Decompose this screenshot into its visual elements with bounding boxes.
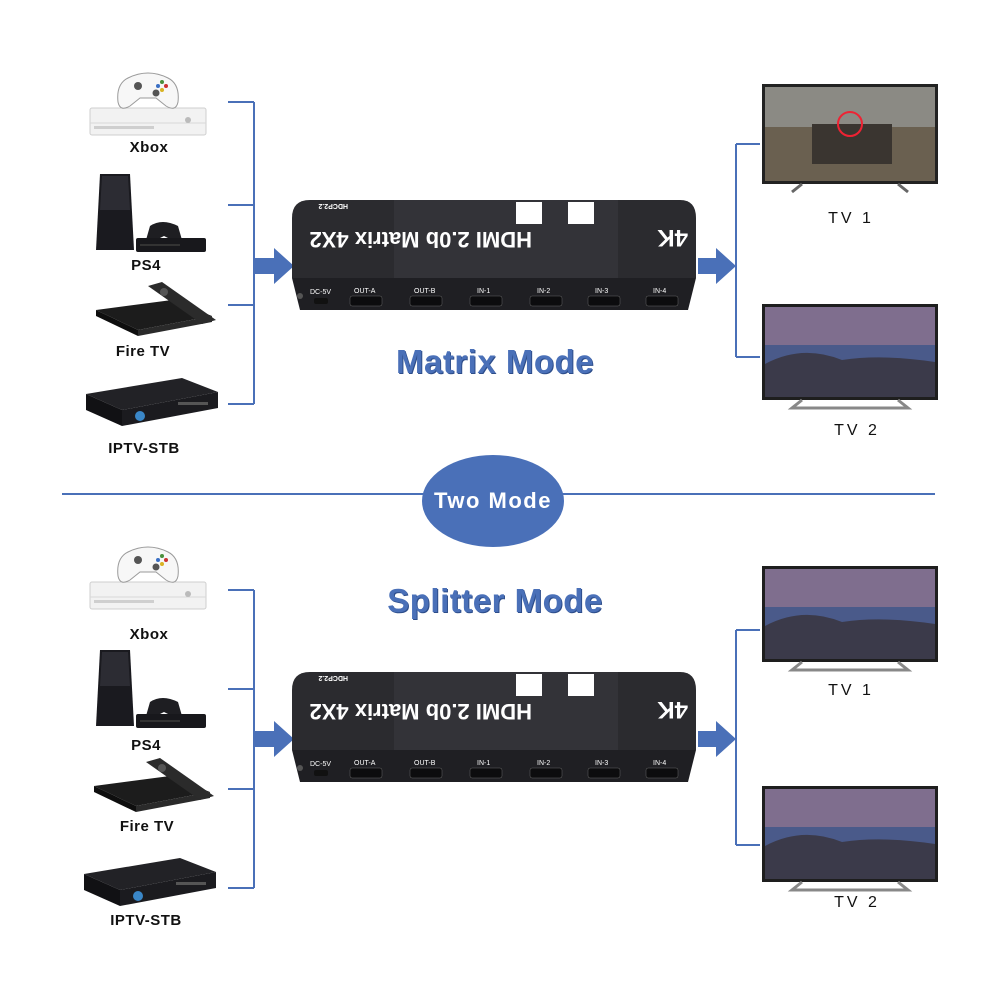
port-label-dc: DC-5V xyxy=(310,289,331,296)
port-label-in-1: IN-1 xyxy=(477,288,490,295)
hdcp-text: HDCP2.2 xyxy=(318,202,348,209)
model-text: HDMI 2.0b Matrix 4X2 xyxy=(309,227,532,252)
output-label-tv2: TV 2 xyxy=(834,422,880,439)
ps4-console-icon xyxy=(96,174,206,252)
xbox-console-icon xyxy=(89,72,207,136)
source-label-iptv-stb: IPTV-STB xyxy=(110,912,182,929)
port-label-in-2: IN-2 xyxy=(537,760,550,767)
xbox-console-icon xyxy=(89,546,207,610)
port-label-out-b: OUT-B xyxy=(414,288,436,295)
source-label-iptv-stb: IPTV-STB xyxy=(108,440,180,457)
arrow-right-icon xyxy=(255,248,294,284)
source-label-ps4: PS4 xyxy=(131,257,161,274)
port-label-in-4: IN-4 xyxy=(653,760,666,767)
tv-icon xyxy=(762,84,938,194)
port-label-in-3: IN-3 xyxy=(595,288,608,295)
port-label-in-2: IN-2 xyxy=(537,288,550,295)
fire-tv-icon xyxy=(96,282,216,336)
port-label-dc: DC-5V xyxy=(310,761,331,768)
tv-icon xyxy=(762,304,938,410)
port-label-in-1: IN-1 xyxy=(477,760,490,767)
brand-text: 4K xyxy=(657,224,688,251)
arrow-right-icon xyxy=(698,721,736,757)
iptv-stb-icon xyxy=(84,858,216,906)
port-label-out-b: OUT-B xyxy=(414,760,436,767)
source-label-fire-tv: Fire TV xyxy=(119,818,175,835)
mode-divider-label: Two Mode xyxy=(434,488,552,513)
output-label-tv1: TV 1 xyxy=(828,210,874,227)
port-label-in-4: IN-4 xyxy=(653,288,666,295)
source-label-xbox: Xbox xyxy=(129,139,169,156)
source-label-xbox: Xbox xyxy=(129,626,169,643)
iptv-stb-icon xyxy=(86,378,218,426)
tv-icon xyxy=(762,786,938,892)
hdcp-text: HDCP2.2 xyxy=(318,674,348,681)
output-label-tv2: TV 2 xyxy=(834,894,880,911)
mode-divider-oval: Two Mode xyxy=(422,455,564,547)
fire-tv-icon xyxy=(94,758,214,812)
port-label-out-a: OUT-A xyxy=(354,760,376,767)
port-label-out-a: OUT-A xyxy=(354,288,376,295)
model-text: HDMI 2.0b Matrix 4X2 xyxy=(309,699,532,724)
ps4-console-icon xyxy=(96,650,206,728)
hdmi-matrix-device-icon: HDMI 2.0b Matrix 4X2 4K HDCP2.2 DC-5V OU… xyxy=(292,672,696,782)
source-label-ps4: PS4 xyxy=(131,737,161,754)
output-label-tv1: TV 1 xyxy=(828,682,874,699)
arrow-right-icon xyxy=(698,248,736,284)
port-label-in-3: IN-3 xyxy=(595,760,608,767)
source-label-fire-tv: Fire TV xyxy=(115,343,171,360)
brand-text: 4K xyxy=(657,696,688,723)
matrix-mode-title: Matrix Mode xyxy=(395,343,595,380)
arrow-right-icon xyxy=(255,721,294,757)
splitter-mode-title: Splitter Mode xyxy=(387,582,603,619)
hdmi-matrix-device-icon: HDMI 2.0b Matrix 4X2 4K HDCP2.2 DC-5V OU… xyxy=(292,200,696,310)
tv-icon xyxy=(762,566,938,672)
